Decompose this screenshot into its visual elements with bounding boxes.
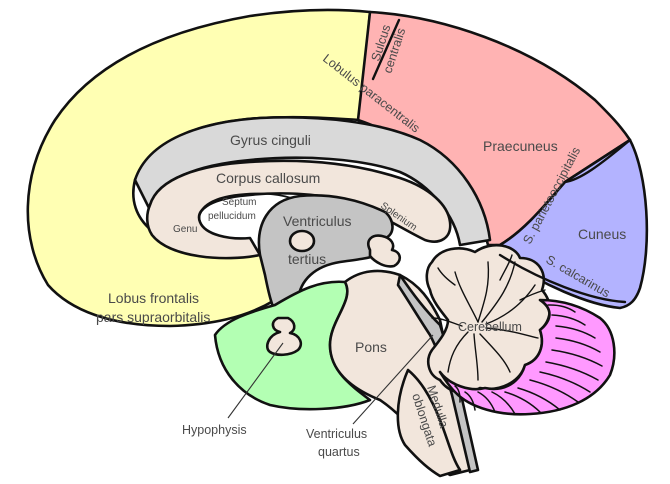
folia-line <box>477 391 496 413</box>
folia-line <box>545 361 599 381</box>
region-ventriculus-quartus <box>396 273 480 474</box>
label-septum: Septum <box>222 197 256 208</box>
label-ventriculus-quartus-1: Ventriculus <box>306 427 367 441</box>
label-ventriculus-tertius-2: tertius <box>288 251 326 267</box>
folia-line <box>504 391 541 413</box>
cerebellar-folia-lines <box>454 304 603 415</box>
hypophysis-leader <box>227 342 284 419</box>
label-genu: Genu <box>173 224 197 235</box>
folia-line <box>555 325 596 339</box>
folia-line <box>491 391 516 415</box>
label-cuneus: Cuneus <box>578 226 626 242</box>
arbor-vitae-line <box>485 327 539 339</box>
label-gyrus-cinguli: Gyrus cinguli <box>230 132 311 148</box>
region-tectum <box>367 234 402 268</box>
label-corpus-callosum: Corpus callosum <box>216 170 320 186</box>
label-pellucidum: pellucidum <box>208 211 256 222</box>
arbor-vitae-line <box>481 261 516 323</box>
label-cerebellum: Cerebellum <box>458 320 522 334</box>
label-ventriculus-tertius-1: Ventriculus <box>283 213 351 229</box>
folia-line <box>539 371 591 393</box>
region-medulla-oblongata <box>396 368 462 478</box>
arbor-vitae-line <box>431 317 463 327</box>
ventriculus-quartus-leader <box>352 334 434 425</box>
sulcus-centralis-line <box>371 18 401 81</box>
region-hypophysis <box>266 316 303 357</box>
adhesio-interthalamica <box>288 229 316 253</box>
arbor-vitae-line <box>519 289 546 301</box>
folia-line <box>555 337 601 353</box>
folia-line <box>547 304 576 313</box>
arbor-vitae-line <box>437 267 456 286</box>
arbor-vitae-line <box>447 331 469 373</box>
septum-pellucidum-outline <box>198 192 301 223</box>
label-pons: Pons <box>355 339 387 355</box>
sulcus-parietooccipitalis-line <box>563 138 632 184</box>
label-lobus-frontalis-2: pars supraorbitalis <box>96 309 210 325</box>
folia-line <box>517 387 561 411</box>
folia-line <box>551 314 586 326</box>
arbor-vitae-line <box>499 254 513 281</box>
arbor-vitae-lines <box>431 254 546 381</box>
folia-line <box>454 385 461 403</box>
label-ventriculus-quartus-2: quartus <box>318 445 360 459</box>
label-hypophysis: Hypophysis <box>182 423 247 437</box>
label-praecuneus: Praecuneus <box>483 138 558 154</box>
arbor-vitae-line <box>454 271 479 323</box>
sulcus-calcarinus-line <box>498 253 627 304</box>
arbor-vitae-line <box>479 333 511 373</box>
label-lobus-frontalis-1: Lobus frontalis <box>108 290 199 306</box>
folia-line <box>464 391 476 411</box>
folia-line <box>529 379 579 403</box>
arbor-vitae-line <box>473 333 479 381</box>
arbor-vitae-line <box>485 284 536 325</box>
folia-line <box>551 349 603 367</box>
arbor-vitae-line <box>477 261 490 323</box>
